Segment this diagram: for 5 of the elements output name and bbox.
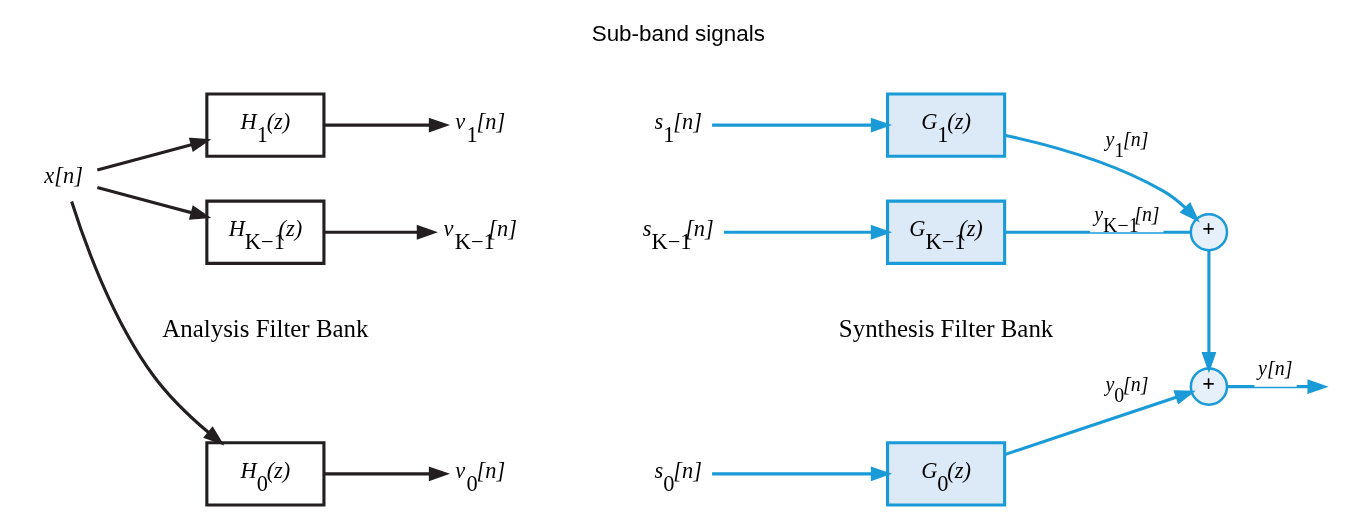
edge-label: y[n] bbox=[1257, 357, 1292, 380]
label: Sub-band signals bbox=[591, 20, 765, 46]
label: Synthesis Filter Bank bbox=[838, 314, 1053, 342]
node-text: x[n] bbox=[43, 162, 83, 188]
label: Analysis Filter Bank bbox=[161, 314, 368, 342]
